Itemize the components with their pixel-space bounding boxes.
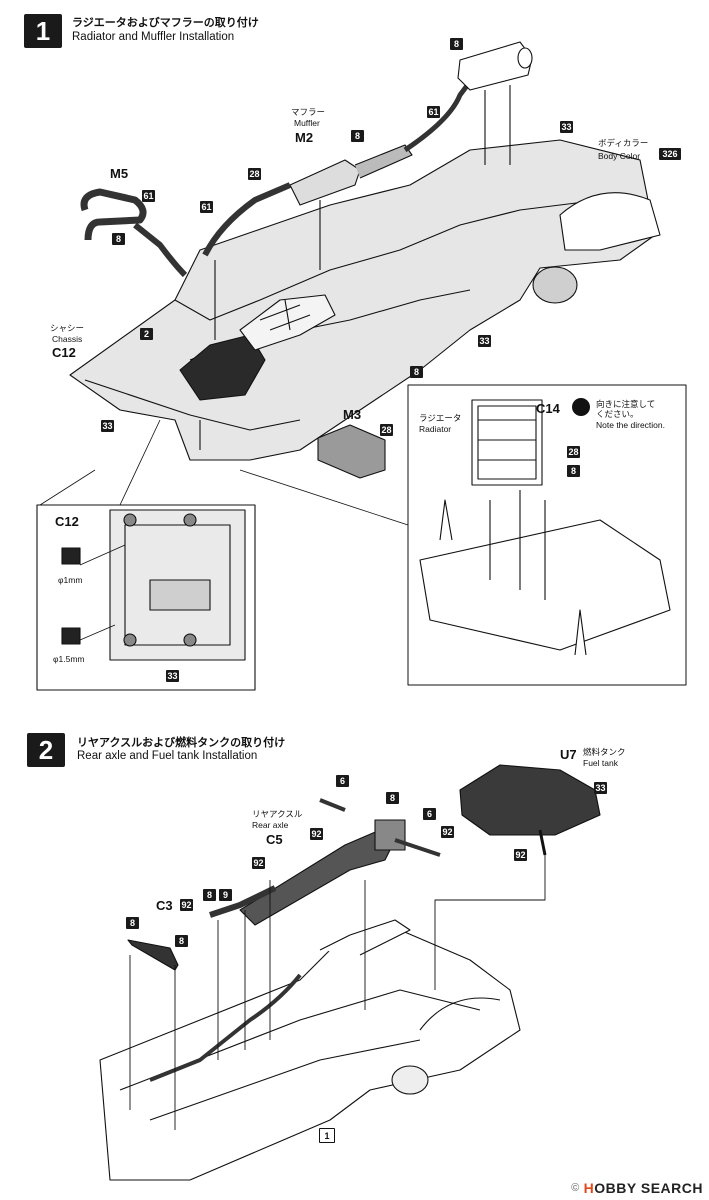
radiator-label-en: Radiator — [419, 424, 452, 434]
step-1-title-en: Radiator and Muffler Installation — [72, 31, 235, 43]
part-badge-6: 6 — [423, 808, 436, 820]
bracket-m3 — [317, 424, 386, 479]
radiator-inset-frame — [407, 384, 687, 686]
part-badge-8: 8 — [410, 366, 423, 378]
chassis-label-en: Chassis — [52, 334, 83, 344]
part-badge-9: 9 — [219, 889, 232, 901]
step-2-title-jp: リヤアクスルおよび燃料タンクの取り付け — [77, 736, 286, 749]
watermark-brand-b: OBBY SEARCH — [594, 1180, 703, 1196]
radiator-c14 — [471, 399, 543, 486]
part-c3: C3 — [156, 898, 173, 913]
caution-icon — [572, 398, 590, 416]
part-badge-6: 6 — [336, 775, 349, 787]
part-badge-8: 8 — [567, 465, 580, 477]
part-badge-33: 33 — [166, 670, 179, 682]
body-color-label-jp: ボディカラー — [598, 139, 649, 149]
transmission — [239, 294, 336, 351]
part-u7: U7 — [560, 747, 577, 762]
part-badge-8: 8 — [386, 792, 399, 804]
part-m2: M2 — [295, 130, 314, 145]
part-badge-2: 2 — [140, 328, 153, 340]
part-c14: C14 — [536, 401, 560, 416]
transmission-tunnel — [179, 334, 266, 401]
part-badge-1: 1 — [319, 1128, 335, 1143]
part-m3: M3 — [343, 407, 362, 422]
rear-axle-c5 — [239, 829, 396, 926]
part-badge-33: 33 — [594, 782, 607, 794]
rear-axle-label-en: Rear axle — [252, 820, 289, 830]
part-badge-8: 8 — [175, 935, 188, 947]
part-badge-92: 92 — [514, 849, 527, 861]
part-badge-28: 28 — [248, 168, 261, 180]
pipe-m5 — [80, 188, 147, 241]
c12-inset-frame — [36, 504, 256, 691]
rear-axle-label-jp: リヤアクスル — [252, 810, 303, 820]
rear-chassis — [99, 929, 521, 1181]
part-badge-92: 92 — [252, 857, 265, 869]
part-badge-8: 8 — [450, 38, 463, 50]
part-badge-92: 92 — [180, 899, 193, 911]
step-1-number: 1 — [24, 14, 62, 48]
part-badge-8: 8 — [126, 917, 139, 929]
part-badge-28: 28 — [380, 424, 393, 436]
part-badge-61: 61 — [142, 190, 155, 202]
muffler-label-en: Muffler — [294, 118, 320, 128]
part-badge-33: 33 — [101, 420, 114, 432]
fuel-tank-u7 — [459, 764, 601, 836]
part-badge-28: 28 — [567, 446, 580, 458]
muffler-top — [457, 41, 533, 91]
bracket-c3 — [127, 939, 179, 971]
paint-code-badge: 326 — [659, 148, 681, 160]
body-color-label-en: Body Color — [598, 151, 641, 161]
part-m5: M5 — [110, 166, 129, 181]
direction-note-jp-1: 向きに注意して — [596, 400, 656, 410]
body-panel — [559, 192, 661, 251]
part-badge-92: 92 — [310, 828, 323, 840]
part-badge-8: 8 — [112, 233, 125, 245]
drill-size-1-5mm: φ1.5mm — [53, 654, 85, 664]
part-badge-92: 92 — [441, 826, 454, 838]
fuel-tank-label-jp: 燃料タンク — [583, 748, 626, 758]
fuel-tank-label-en: Fuel tank — [583, 758, 618, 768]
part-badge-61: 61 — [427, 106, 440, 118]
direction-note-jp-2: ください。 — [596, 410, 639, 420]
muffler-m2 — [289, 159, 361, 206]
inset-c12-label: C12 — [55, 514, 79, 529]
part-c12: C12 — [52, 345, 76, 360]
part-badge-8: 8 — [351, 130, 364, 142]
part-badge-8: 8 — [203, 889, 216, 901]
copyright-symbol: © — [571, 1182, 580, 1194]
step-1-title-jp: ラジエータおよびマフラーの取り付け — [72, 16, 259, 29]
part-badge-61: 61 — [200, 201, 213, 213]
direction-note-en: Note the direction. — [596, 420, 665, 430]
muffler-label-jp: マフラー — [291, 108, 326, 118]
step-2-title-en: Rear axle and Fuel tank Installation — [77, 750, 258, 762]
part-c5: C5 — [266, 832, 283, 847]
direction-note: 向きに注意して ください。 Note the direction. — [596, 400, 665, 430]
part-badge-33: 33 — [478, 335, 491, 347]
part-badge-33: 33 — [560, 121, 573, 133]
drill-size-1mm: φ1mm — [58, 575, 83, 585]
step-2-number: 2 — [27, 733, 65, 767]
radiator-label-jp: ラジエータ — [419, 414, 462, 424]
chassis-label-jp: シャシー — [50, 324, 85, 334]
watermark-brand-a: H — [583, 1180, 595, 1196]
